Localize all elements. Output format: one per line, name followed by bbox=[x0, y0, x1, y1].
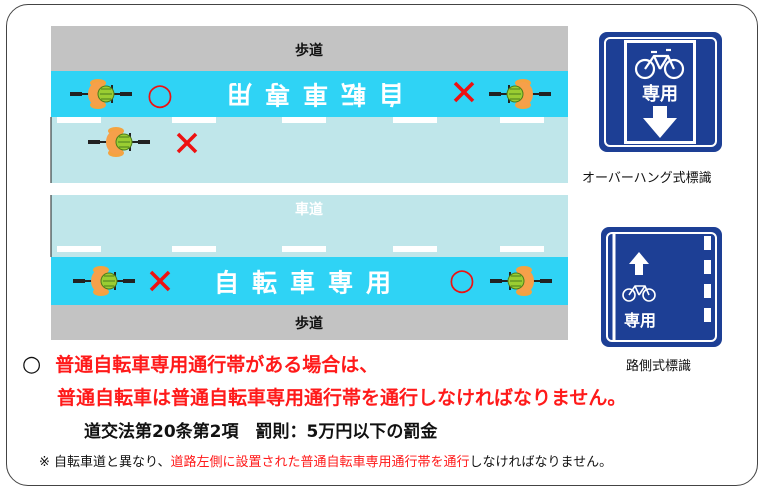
bicycle-icon-small bbox=[622, 285, 656, 302]
bike-lane-bottom-label: 自転車専用 bbox=[214, 269, 404, 298]
carriageway-label: 車道 bbox=[295, 201, 323, 218]
carriageway-median bbox=[51, 183, 568, 195]
up-arrow-icon bbox=[629, 252, 649, 275]
sidewalk-top bbox=[51, 26, 568, 71]
law-reference: 道交法第20条第2項 罰則：5万円以下の罰金 bbox=[84, 422, 438, 442]
sidewalk-top-label: 歩道 bbox=[295, 42, 323, 59]
roadside-sign-text: 専用 bbox=[624, 311, 656, 330]
rule-line-1: ○ 普通自転車専用通行帯がある場合は、 bbox=[22, 350, 378, 377]
bicycle-icon bbox=[634, 48, 685, 80]
bike-lane-top-label: 自転車専用 bbox=[214, 80, 404, 109]
outer-frame bbox=[6, 4, 758, 486]
carriageway-upper bbox=[51, 117, 568, 183]
lane-dashes bbox=[704, 236, 711, 322]
rule-line-2: 普通自転車は普通自転車専用通行帯を通行しなければなりません。 bbox=[57, 387, 627, 409]
lane-markings-bottom bbox=[57, 246, 544, 252]
bike-lane-bottom bbox=[51, 257, 568, 305]
rule-mark: ○ bbox=[22, 352, 42, 377]
rule-line-1-text: 普通自転車専用通行帯がある場合は、 bbox=[55, 354, 379, 376]
down-arrow-icon bbox=[643, 106, 677, 138]
roadside-sign: 専用 bbox=[601, 227, 722, 347]
bike-lane-top bbox=[51, 71, 568, 117]
lane-markings-top bbox=[57, 117, 544, 123]
sidewalk-bottom bbox=[51, 305, 568, 340]
ok-mark-top: ○ bbox=[147, 78, 173, 113]
roadside-sign-caption: 路側式標識 bbox=[626, 359, 692, 374]
overhang-sign-text: 専用 bbox=[642, 83, 678, 105]
footnote-suffix: しなければなりません。 bbox=[469, 455, 613, 470]
overhang-sign: 専用 bbox=[599, 32, 722, 152]
ok-mark-bottom: ○ bbox=[449, 263, 475, 298]
overhang-sign-caption: オーバーハング式標識 bbox=[582, 171, 712, 186]
footnote-red: 道路左側に設置された普通自転車専用通行帯を通行 bbox=[170, 455, 470, 470]
footnote-prefix: ※ 自転車道と異なり、 bbox=[39, 455, 171, 470]
footnote: ※ 自転車道と異なり、道路左側に設置された普通自転車専用通行帯を通行しなければな… bbox=[39, 451, 612, 470]
sidewalk-bottom-label: 歩道 bbox=[295, 315, 323, 332]
